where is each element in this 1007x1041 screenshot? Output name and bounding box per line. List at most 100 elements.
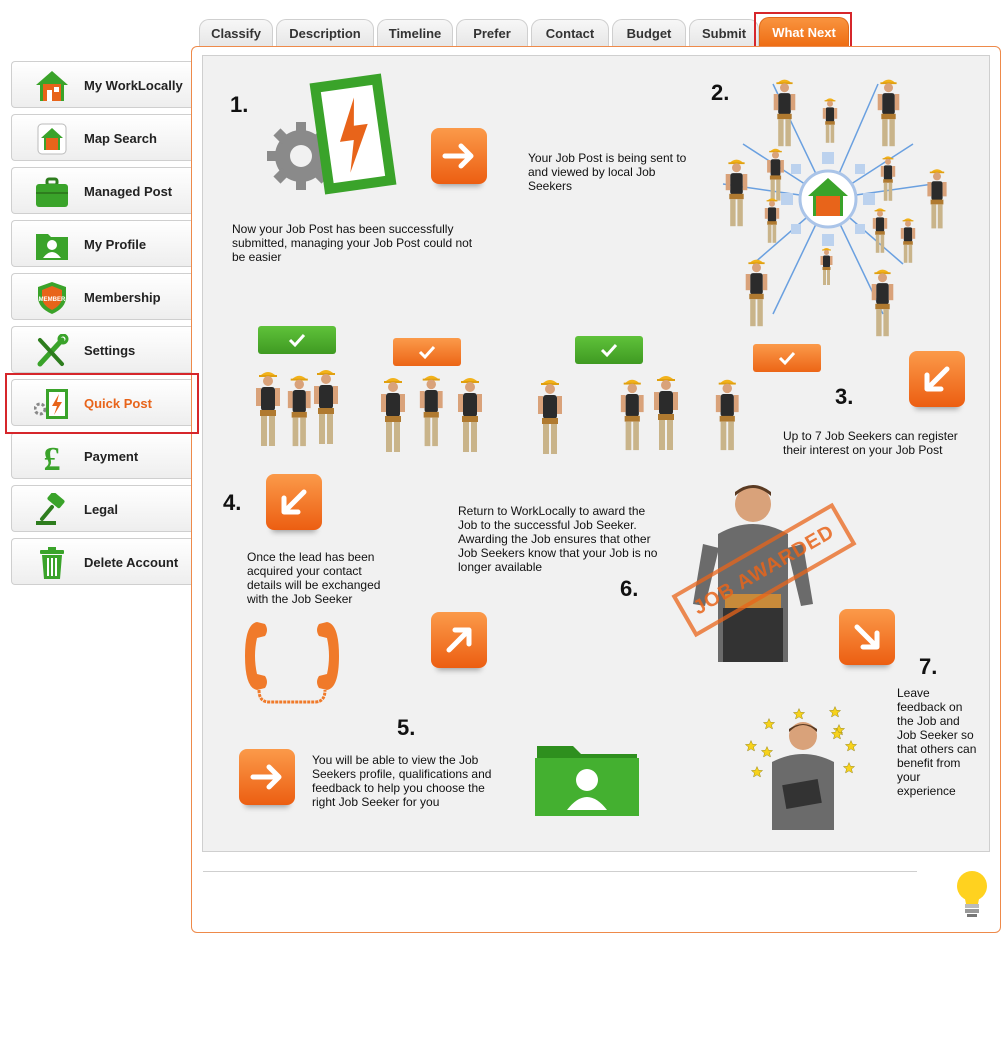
job-seeker-figure (927, 169, 947, 229)
tab-contact[interactable]: Contact (531, 19, 609, 47)
sidebar-item-label: Payment (84, 449, 139, 464)
tick-bubble-green (258, 326, 336, 354)
step-3-number: 3. (835, 384, 854, 409)
step-3-text: Up to 7 Job Seekers can register their i… (783, 429, 958, 457)
tab-prefer[interactable]: Prefer (456, 19, 528, 47)
sidebar-item-label: Quick Post (84, 396, 152, 411)
step-1-text: Now your Job Post has been successfully … (232, 222, 473, 264)
job-seeker-figure (538, 380, 562, 454)
profile-folder-icon (36, 234, 68, 260)
sidebar-item-label: Map Search (84, 131, 157, 146)
sidebar-item-settings[interactable]: Settings (11, 326, 191, 373)
job-seeker-figure (314, 370, 338, 444)
check-icon (600, 343, 618, 358)
sidebar-item-label: Settings (84, 343, 136, 358)
pound-icon: £ (44, 441, 61, 474)
star-icon (745, 740, 757, 752)
step-1-number: 1. (230, 92, 249, 117)
arrow-up-right-icon (431, 612, 487, 668)
job-seeker-figure (381, 378, 405, 452)
sidebar-item-legal[interactable]: Legal (11, 485, 191, 532)
house-icon (36, 71, 68, 101)
tab-description[interactable]: Description (276, 19, 374, 47)
step-2-number: 2. (711, 80, 730, 105)
sidebar-item-my-worklocally[interactable]: My WorkLocally (11, 61, 191, 108)
tab-label: What Next (772, 25, 836, 40)
arrow-down-left-icon (266, 474, 322, 530)
quick-post-stamp-icon (309, 73, 397, 195)
step-6-number: 6. (620, 576, 639, 601)
step-2-text: Your Job Post is being sent to and viewe… (528, 151, 687, 193)
gavel-icon (36, 493, 65, 525)
briefcase-icon (36, 177, 68, 207)
tick-bubble-orange (393, 338, 461, 366)
job-seekers-network-illustration (722, 83, 934, 315)
job-seeker-figure (764, 198, 780, 243)
sidebar-item-label: Managed Post (84, 184, 173, 199)
tab-submit[interactable]: Submit (689, 19, 759, 47)
step-4-number: 4. (223, 490, 242, 515)
job-seeker-figure (871, 269, 894, 337)
sidebar-item-managed-post[interactable]: Managed Post (11, 167, 191, 214)
tab-what-next[interactable]: What Next (759, 17, 849, 47)
arrow-right-icon (431, 128, 487, 184)
step-6-text: Return to WorkLocally to award the Job t… (458, 504, 658, 574)
job-seeker-figure (820, 248, 833, 285)
sidebar-item-delete-account[interactable]: Delete Account (11, 538, 191, 585)
star-icon (793, 708, 805, 720)
step-5-number: 5. (397, 715, 416, 740)
footer-divider (203, 871, 917, 872)
star-icon (829, 706, 841, 718)
star-icon (761, 746, 773, 758)
job-awarded-worker-illustration (693, 485, 813, 662)
sidebar-item-quick-post[interactable]: Quick Post (11, 379, 191, 426)
lightbulb-icon[interactable] (952, 868, 992, 920)
sidebar-item-membership[interactable]: MEMBER Membership (11, 273, 191, 320)
job-seeker-figure (880, 156, 896, 201)
job-seeker-figure (767, 148, 784, 201)
job-seeker-figure (458, 378, 482, 452)
job-seeker-figure (745, 259, 768, 327)
star-icon (845, 740, 857, 752)
star-icon (751, 766, 763, 778)
gear-icon (267, 122, 335, 190)
check-icon (418, 345, 436, 360)
job-seeker-figure (256, 372, 280, 446)
svg-text:£: £ (44, 441, 61, 474)
sidebar-item-payment[interactable]: £ Payment (11, 432, 191, 479)
tick-bubble-orange (753, 344, 821, 372)
tab-label: Timeline (388, 26, 442, 41)
sidebar-item-label: Delete Account (84, 555, 179, 570)
arrow-down-left-icon (909, 351, 965, 407)
tab-classify[interactable]: Classify (199, 19, 273, 47)
tab-label: Prefer (473, 26, 511, 41)
tab-timeline[interactable]: Timeline (377, 19, 453, 47)
job-seeker-figure (773, 79, 796, 147)
check-icon (778, 351, 796, 366)
tab-label: Classify (211, 26, 261, 41)
arrow-down-right-icon (839, 609, 895, 665)
sidebar-item-label: Membership (84, 290, 161, 305)
trash-icon (40, 547, 64, 579)
tab-label: Budget (626, 26, 672, 41)
tab-budget[interactable]: Budget (612, 19, 686, 47)
step-7-number: 7. (919, 654, 938, 679)
job-seeker-figure (872, 208, 888, 253)
job-seeker-figure (620, 379, 644, 451)
star-icon (831, 728, 843, 740)
star-icon (843, 762, 855, 774)
sidebar-item-label: Legal (84, 502, 118, 517)
map-house-icon (37, 123, 67, 155)
tab-label: Submit (701, 26, 747, 41)
job-seeker-figure (715, 379, 739, 451)
step-4-text: Once the lead has been acquired your con… (247, 550, 381, 606)
star-icon (763, 718, 775, 730)
tools-icon (37, 334, 69, 367)
sidebar-item-my-profile[interactable]: My Profile (11, 220, 191, 267)
sidebar-item-map-search[interactable]: Map Search (11, 114, 191, 161)
check-icon (288, 333, 306, 348)
arrow-right-icon (239, 749, 295, 805)
sidebar-item-label: My Profile (84, 237, 147, 252)
job-seeker-figure (287, 375, 311, 447)
job-seeker-figure (725, 159, 748, 227)
